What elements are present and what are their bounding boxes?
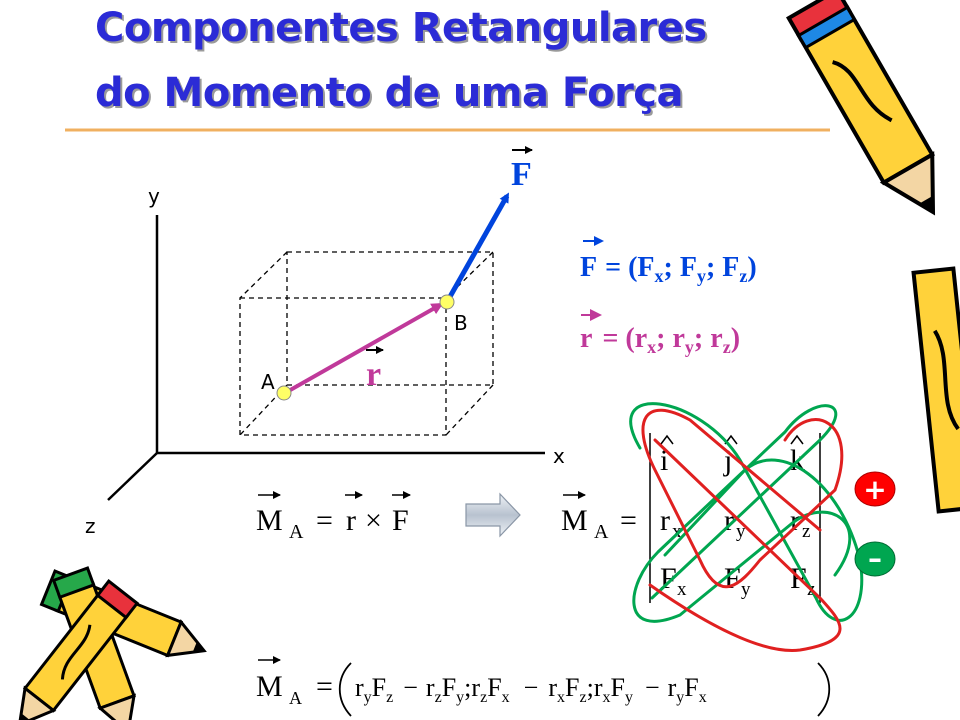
svg-text:×: × xyxy=(365,504,382,537)
force-components-equation: F= (Fx; Fy; Fz) xyxy=(580,236,757,286)
moment-components-result: M A = ryFz−rzFy;rzFx−rxFz;rxFy−ryFx xyxy=(256,656,831,717)
svg-text:ryFz−rzFy;rzFx−rxFz;rxFy−ryFx: ryFz−rzFy;rzFx−rxFz;rxFy−ryFx xyxy=(355,673,707,706)
pencils-group-icon xyxy=(17,566,207,720)
point-a-label: A xyxy=(261,370,275,394)
determinant-cell: r xyxy=(724,504,734,537)
svg-text:+: + xyxy=(863,473,886,506)
determinant-cell-subscript: x xyxy=(677,579,687,600)
svg-text:A: A xyxy=(594,521,609,543)
svg-text:F= (Fx; Fy; Fz): F= (Fx; Fy; Fz) xyxy=(580,252,757,286)
svg-text:–: – xyxy=(868,542,882,575)
determinant-cell: i xyxy=(660,444,668,477)
determinant-cell-subscript: z xyxy=(802,521,810,542)
point-b-label: B xyxy=(454,311,468,335)
moment-definition: M A = r × F xyxy=(256,491,411,543)
z-axis xyxy=(107,452,158,501)
x-axis-label: x xyxy=(553,444,565,468)
title-line-2: do Momento de uma Força xyxy=(95,70,684,116)
y-axis-label: y xyxy=(148,184,160,208)
svg-text:=: = xyxy=(316,670,333,703)
svg-text:A: A xyxy=(289,521,304,543)
unit-vector-hat xyxy=(790,434,804,445)
svg-text:M: M xyxy=(561,504,588,537)
determinant-cell: j xyxy=(723,444,732,477)
svg-text:M: M xyxy=(256,670,283,703)
svg-text:A: A xyxy=(289,688,302,708)
determinant-cell-subscript: y xyxy=(741,579,751,600)
svg-text:F: F xyxy=(511,156,532,193)
svg-text:=: = xyxy=(316,504,333,537)
svg-text:=: = xyxy=(620,504,637,537)
svg-text:r: r xyxy=(366,356,381,393)
svg-text:F: F xyxy=(392,504,409,537)
position-components-equation: r= (rx; ry; rz) xyxy=(580,309,740,357)
pencil-icon xyxy=(911,266,960,514)
svg-text:r: r xyxy=(346,504,356,537)
svg-text:r= (rx; ry; rz): r= (rx; ry; rz) xyxy=(580,323,740,357)
pencil-icon xyxy=(786,0,936,216)
position-label: r xyxy=(366,346,384,393)
determinant-cell: r xyxy=(660,504,670,537)
title-line-1: Componentes Retangulares xyxy=(95,5,707,51)
determinant-cell-subscript: x xyxy=(672,521,682,542)
z-axis-label: z xyxy=(85,514,96,538)
arrow-right-icon xyxy=(465,492,521,538)
dashed-box xyxy=(239,251,494,436)
force-vector-f xyxy=(444,192,510,304)
point-b xyxy=(439,294,455,310)
sarrus-diagonals xyxy=(629,402,864,652)
unit-vector-hat xyxy=(660,434,674,445)
positive-badge: + xyxy=(854,471,896,507)
coordinate-axes xyxy=(107,215,545,501)
force-label: F xyxy=(511,146,533,193)
negative-badge: – xyxy=(854,541,896,577)
position-vector-r xyxy=(284,303,444,395)
determinant-cell-subscript: y xyxy=(736,521,746,542)
point-a xyxy=(276,385,292,401)
svg-text:M: M xyxy=(256,504,283,537)
